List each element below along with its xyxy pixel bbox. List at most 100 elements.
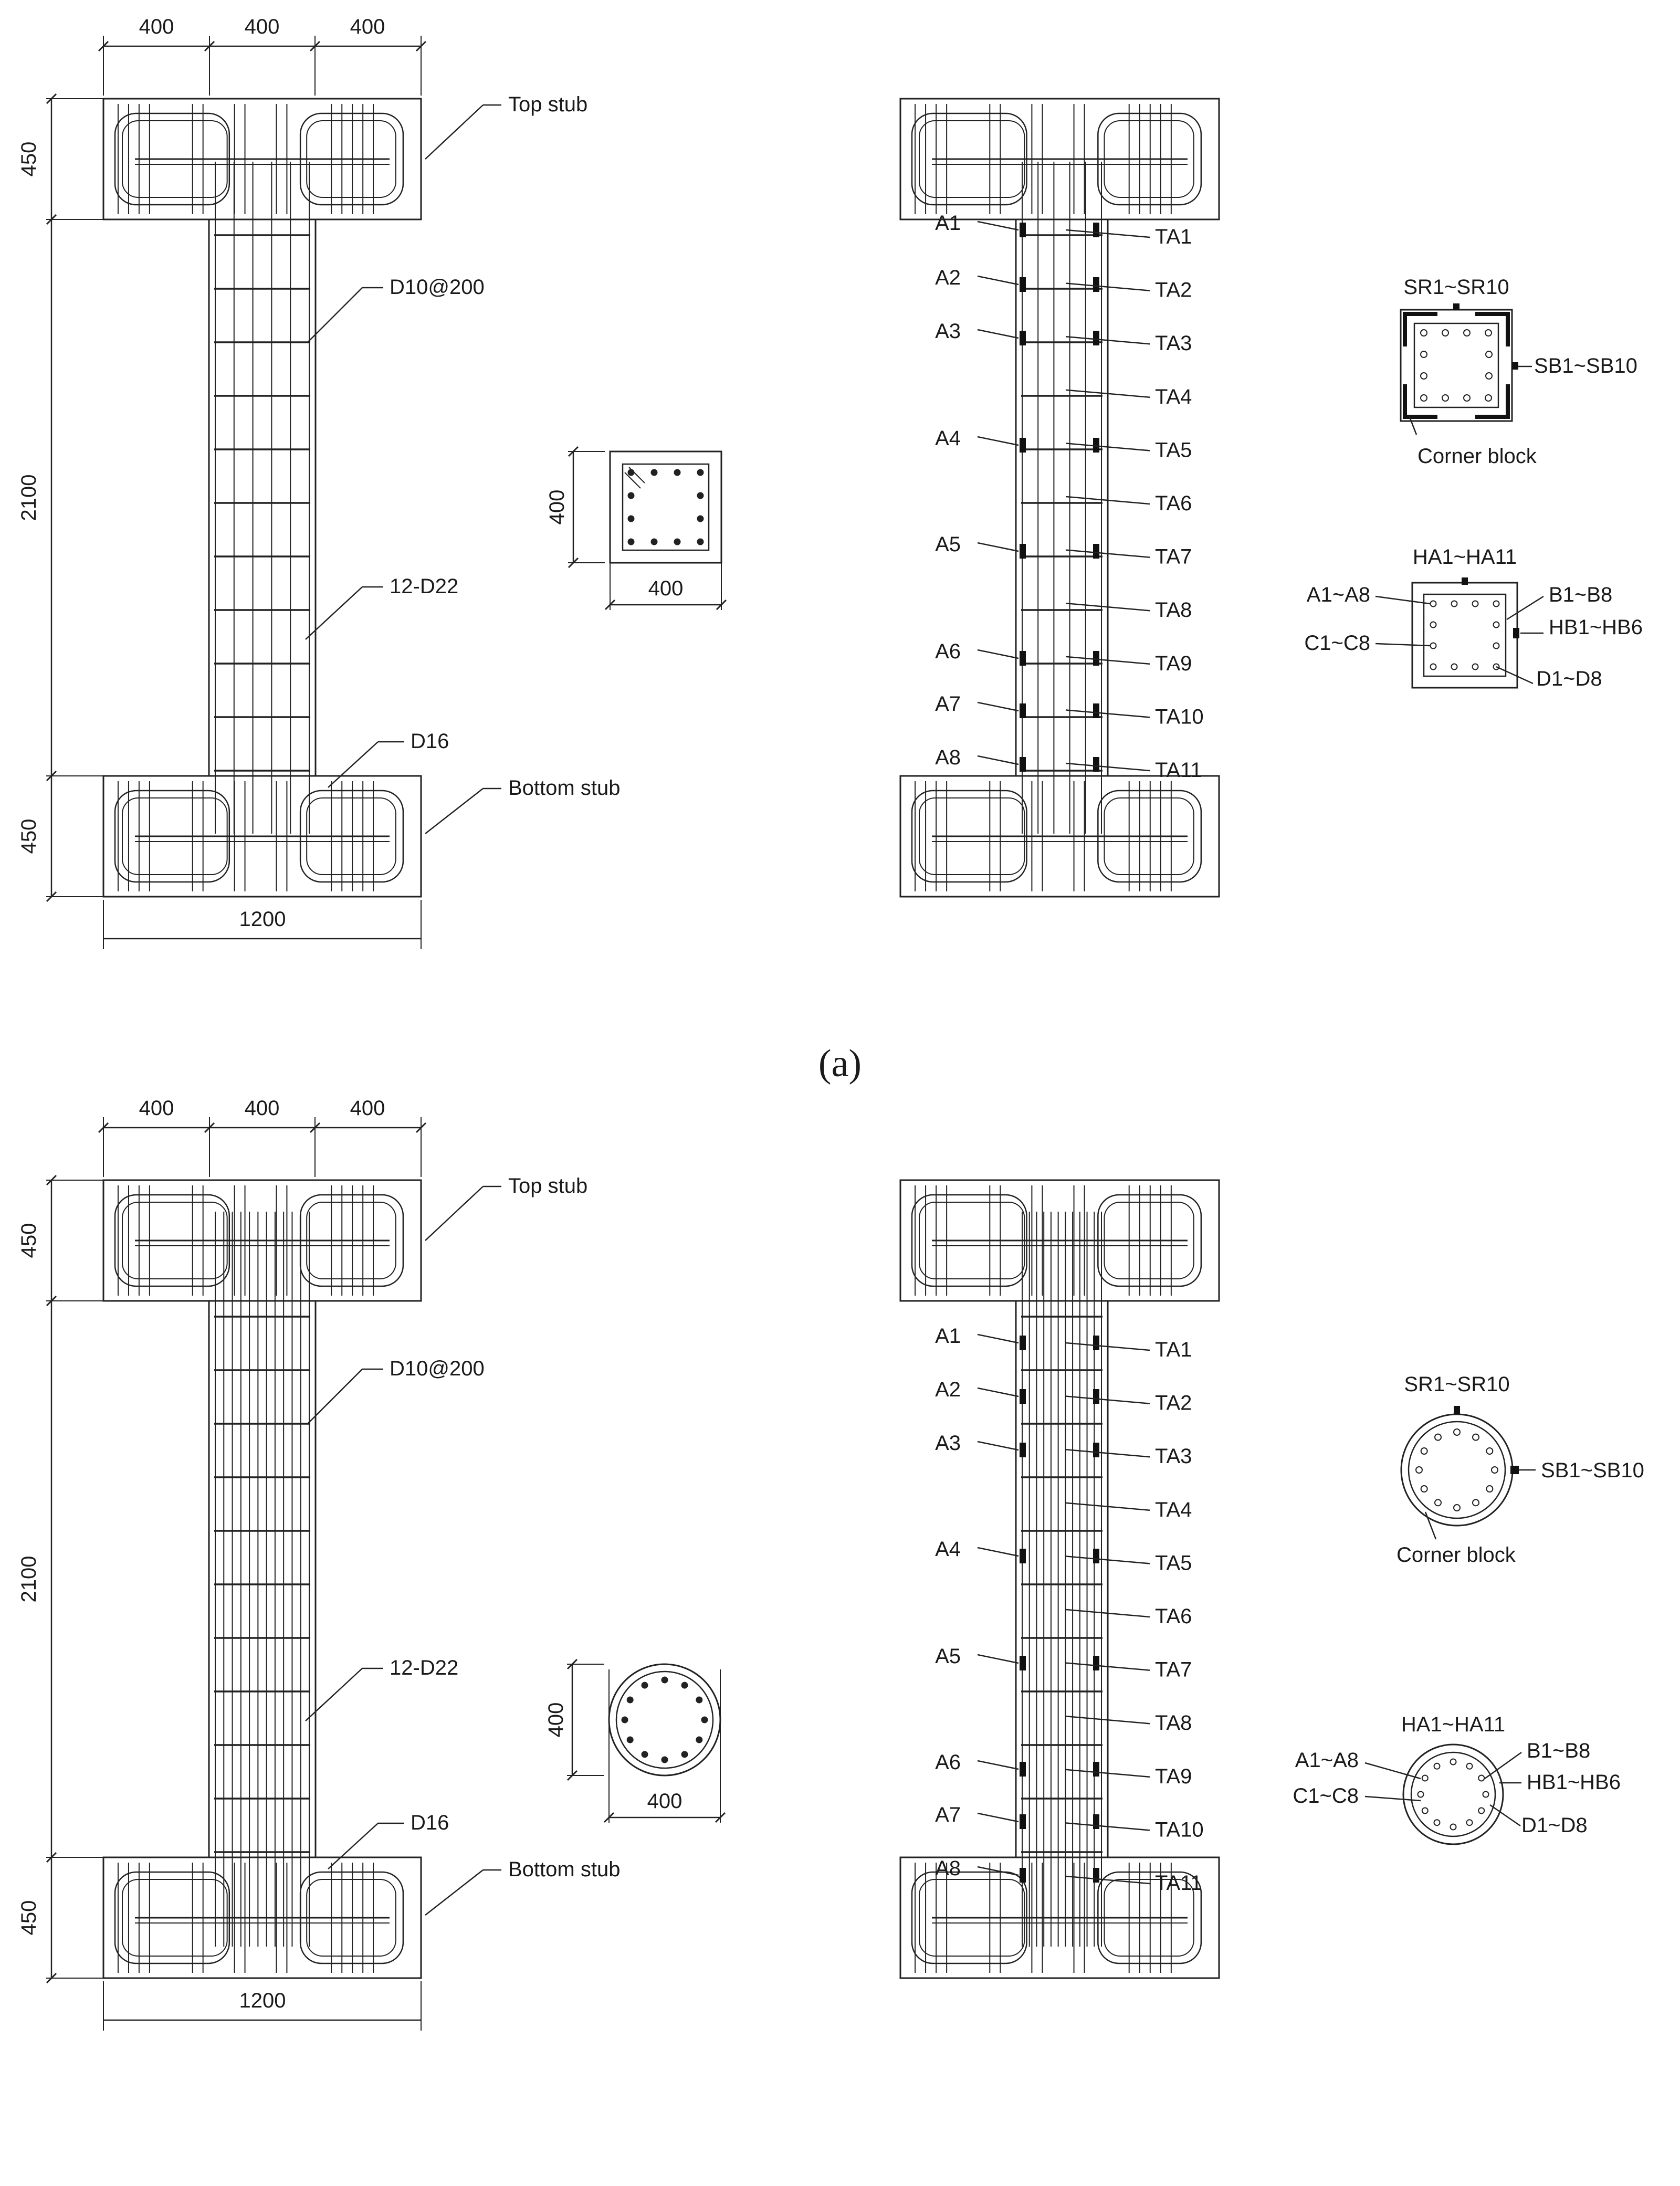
dim-column: 2100 — [17, 475, 40, 521]
section-bar — [641, 1681, 648, 1689]
bottom-dimension: 1200 — [103, 900, 422, 949]
gauge-mark — [1093, 1814, 1099, 1829]
section-bar — [650, 469, 658, 476]
dim-tick — [309, 1122, 321, 1133]
dim-tick — [46, 93, 57, 104]
leader — [1065, 656, 1150, 665]
gauge-label-left: A1 — [935, 1325, 961, 1348]
section-dim-width: 400 — [647, 1790, 682, 1813]
leader — [1364, 1762, 1421, 1780]
gauge-mark — [1093, 331, 1099, 345]
detail-upper-side: SB1~SB10 — [1541, 1459, 1644, 1482]
gauge-label-left: A2 — [935, 1378, 961, 1401]
section-bar — [627, 515, 635, 522]
gauge-mark — [1020, 331, 1026, 345]
leader — [425, 1186, 484, 1241]
bottom-stub-elevation — [102, 1856, 422, 1979]
detail-bar — [1485, 372, 1493, 380]
dim-tick — [204, 40, 215, 52]
dim-tick — [716, 599, 727, 611]
leader — [977, 1812, 1019, 1823]
column-outline — [208, 218, 317, 777]
section-bar — [650, 538, 658, 545]
gauge-label-right: TA9 — [1155, 1765, 1192, 1788]
dim-tick — [46, 1295, 57, 1307]
dim-tick — [46, 770, 57, 782]
gauge-bottom-stub — [899, 1856, 1220, 1979]
column-outline — [208, 1300, 317, 1858]
detail-bar — [1463, 329, 1471, 337]
leader — [1408, 415, 1418, 435]
bottom-stub-elevation — [102, 775, 422, 898]
detail-bar — [1453, 1428, 1461, 1436]
leader — [1065, 335, 1150, 345]
gauge-label-left: A5 — [935, 533, 961, 556]
gauge-label-right: TA2 — [1155, 279, 1192, 302]
section-bar — [697, 515, 704, 522]
dim-bottom-stub: 450 — [17, 1900, 40, 1936]
section-bar — [674, 538, 681, 545]
dim-top-3: 400 — [350, 15, 385, 38]
leader — [1065, 1556, 1150, 1564]
detail-bar — [1486, 1447, 1494, 1455]
gauge-elevation: A1A2A3A4A5A6A7A8TA1TA2TA3TA4TA5TA6TA7TA8… — [899, 1179, 1220, 1979]
leader — [1065, 1822, 1150, 1831]
label-bottom-stub: Bottom stub — [508, 776, 620, 800]
leader — [328, 1823, 379, 1869]
gauge-label-right: TA3 — [1155, 332, 1192, 355]
gauge-mark — [1093, 277, 1099, 292]
gauge-mark — [1020, 703, 1026, 718]
gauge-label-left: A7 — [935, 1803, 961, 1826]
gauge-label-right: TA3 — [1155, 1445, 1192, 1468]
dim-tick — [46, 1852, 57, 1863]
section-bar — [626, 1696, 634, 1704]
leader — [305, 1668, 363, 1721]
dim-bottom-stub: 450 — [17, 819, 40, 854]
gauge-label-left: A5 — [935, 1645, 961, 1668]
leader — [1065, 282, 1150, 291]
detail-bar — [1420, 372, 1427, 380]
detail-hoop — [1423, 593, 1507, 677]
dim-tick — [46, 214, 57, 225]
gauge-label-right: TA10 — [1155, 705, 1204, 728]
leader — [977, 220, 1019, 231]
leader — [1065, 443, 1150, 451]
leader — [1065, 1502, 1150, 1511]
label-stub-bar: D16 — [411, 730, 449, 753]
section-bar — [627, 538, 635, 545]
gauge-label-right: TA1 — [1155, 225, 1192, 248]
gauge-label-right: TA1 — [1155, 1338, 1192, 1361]
label-bottom-stub: Bottom stub — [508, 1858, 620, 1881]
detail-bar — [1420, 329, 1427, 337]
leader — [1489, 1804, 1521, 1827]
label-long-bars: 12-D22 — [390, 1656, 458, 1679]
column-elevation — [208, 1212, 317, 1947]
detail-lower-left1: A1~A8 — [1307, 583, 1370, 606]
stub-outline — [899, 775, 1220, 898]
gauge-label-left: A6 — [935, 1751, 961, 1774]
corner-block — [1403, 312, 1437, 346]
section-bar — [697, 492, 704, 499]
gauge-label-right: TA7 — [1155, 545, 1192, 569]
detail-bar — [1472, 1433, 1479, 1441]
gauge-mark — [1093, 1549, 1099, 1563]
dim-top-stub: 450 — [17, 142, 40, 177]
gauge-label-right: TA8 — [1155, 598, 1192, 622]
stub-outline — [102, 1856, 422, 1979]
detail-bar — [1485, 329, 1492, 337]
stub-outline — [899, 98, 1220, 220]
column-elevation — [208, 162, 317, 834]
detail-bar — [1466, 1819, 1473, 1826]
dim-tick — [204, 1122, 215, 1133]
top-stub-elevation — [102, 98, 422, 220]
gauge-mark — [1020, 651, 1026, 666]
detail-bar — [1421, 1807, 1429, 1814]
detail-lower-left1: A1~A8 — [1295, 1749, 1359, 1772]
